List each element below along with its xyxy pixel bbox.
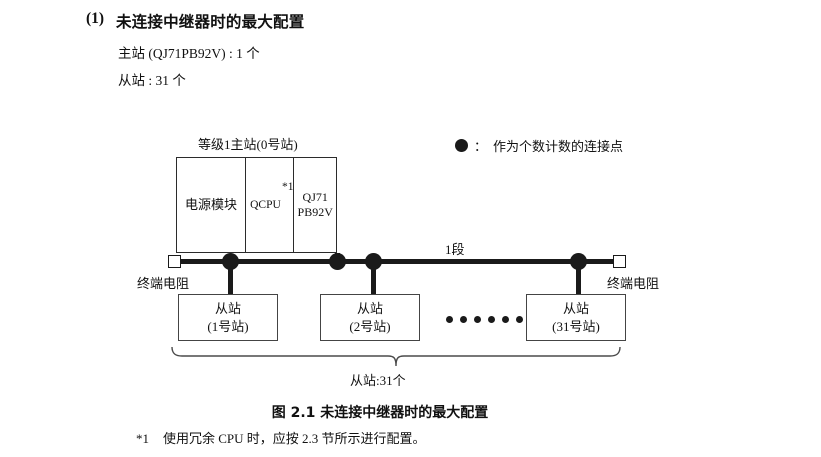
qj71pb92v-module-label: QJ71 PB92V (297, 190, 333, 219)
slave-station-number: (31号站) (552, 318, 600, 334)
segment-label: 1段 (445, 242, 465, 257)
slave-station-number: (2号站) (349, 318, 391, 334)
footnote-marker: *1 (136, 431, 149, 446)
connection-point-dot (222, 253, 239, 270)
slave-drop-line (576, 262, 581, 295)
connection-point-dot (329, 253, 346, 270)
ellipsis-dot (502, 316, 509, 323)
terminal-resistor-right-icon (613, 255, 626, 268)
qj71pb92v-module-cell: QJ71 PB92V (292, 158, 336, 252)
slave-station-spec: 从站 : 31 个 (118, 73, 186, 88)
legend: ： 作为个数计数的连接点 (455, 136, 623, 155)
ellipsis-dot (488, 316, 495, 323)
ellipsis-dot (446, 316, 453, 323)
terminal-resistor-right-label: 终端电阻 (607, 276, 660, 291)
terminal-resistor-left-label: 终端电阻 (137, 276, 190, 291)
footnote: *1 使用冗余 CPU 时，应按 2.3 节所示进行配置。 (136, 428, 426, 447)
figure-caption: 图 2.1 未连接中继器时的最大配置 (271, 405, 489, 421)
slave-drop-line (371, 262, 376, 295)
ellipsis-dot (460, 316, 467, 323)
slave-total-label: 从站:31个 (350, 373, 406, 388)
slave-station-number: (1号站) (207, 318, 249, 334)
slave-station-box: 从站 (2号站) (320, 294, 420, 341)
master-station-rack: 电源模块 QCPU *1 QJ71 PB92V (176, 157, 337, 253)
heading-number: (1) (86, 10, 105, 27)
legend-colon: ： (474, 139, 488, 154)
legend-label: 作为个数计数的连接点 (493, 139, 624, 154)
power-module-cell: 电源模块 (177, 158, 245, 252)
connection-point-dot (570, 253, 587, 270)
power-module-label: 电源模块 (185, 197, 238, 213)
slave-station-name: 从站 (356, 300, 383, 316)
ellipsis-dot (474, 316, 481, 323)
footnote-text: 使用冗余 CPU 时，应按 2.3 节所示进行配置。 (163, 431, 426, 446)
slave-station-box: 从站 (31号站) (526, 294, 626, 341)
master-station-label: 等级1主站(0号站) (198, 137, 298, 152)
qcpu-module-cell: QCPU *1 (245, 158, 294, 252)
bus-line (176, 259, 623, 264)
terminal-resistor-left-icon (168, 255, 181, 268)
page-title: 未连接中继器时的最大配置 (116, 13, 305, 31)
connection-point-dot (365, 253, 382, 270)
qcpu-module-label: QCPU (250, 198, 281, 211)
slave-station-box: 从站 (1号站) (178, 294, 278, 341)
slave-drop-line (228, 262, 233, 295)
brace-icon (171, 346, 621, 367)
slave-count-brace (166, 346, 626, 368)
slave-station-name: 从站 (214, 300, 241, 316)
filled-circle-icon (455, 139, 468, 152)
ellipsis-dots (446, 316, 523, 323)
master-station-spec: 主站 (QJ71PB92V) : 1 个 (118, 46, 260, 61)
qcpu-footnote-marker: *1 (282, 181, 294, 193)
slave-station-name: 从站 (562, 300, 589, 316)
ellipsis-dot (516, 316, 523, 323)
